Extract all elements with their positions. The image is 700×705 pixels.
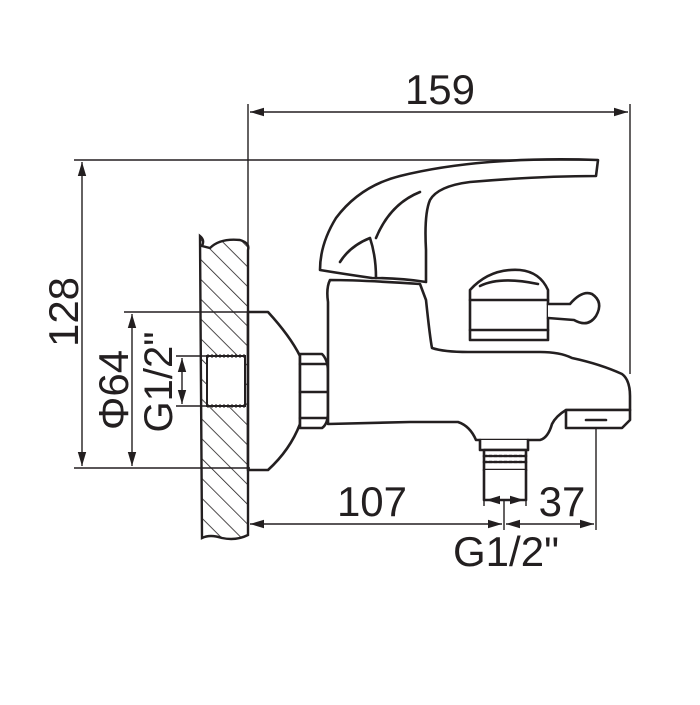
spout-offset-label: 107 xyxy=(337,478,407,525)
dimension-overall-length: 159 xyxy=(247,66,631,374)
dimension-flange-diameter: Φ64 xyxy=(90,311,250,466)
outlet-thread-label: G1/2" xyxy=(453,528,559,575)
faucet-body xyxy=(246,158,632,502)
dimension-outlet-thread: G1/2" xyxy=(453,470,559,575)
dimension-bottom-offsets: 107 37 xyxy=(250,428,597,530)
overall-length-label: 159 xyxy=(405,66,475,113)
outlet-offset-label: 37 xyxy=(539,478,586,525)
overall-height-label: 128 xyxy=(40,277,87,347)
wall-section xyxy=(198,233,250,541)
wall-inlet-thread-label: G1/2" xyxy=(137,332,181,433)
dimension-wall-inlet-thread: G1/2" xyxy=(137,332,207,433)
flange-diameter-label: Φ64 xyxy=(90,350,137,430)
dimension-overall-height: 128 xyxy=(40,159,598,469)
